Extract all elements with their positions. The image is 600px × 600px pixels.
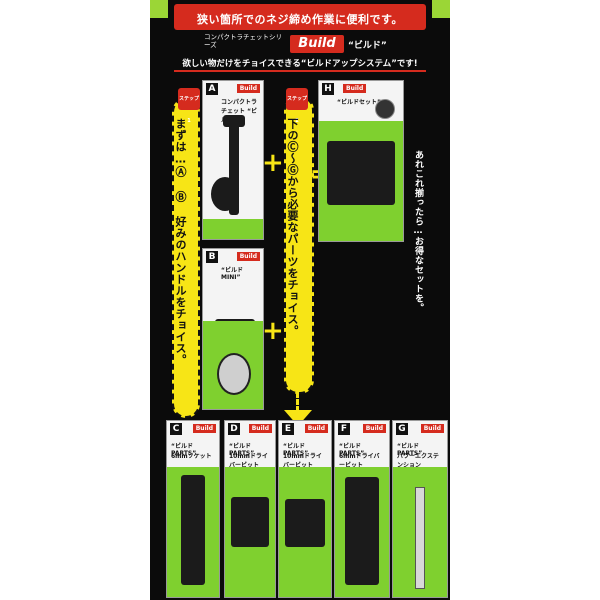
card-a-brand: Build (236, 84, 260, 93)
card-h-name: “ビルドセット” (337, 99, 381, 106)
step2-text: 下のⒸ～Ⓖから必要なパーツをチョイス。 (286, 118, 299, 337)
card-g-parts: “ビルドPARTS” (397, 443, 423, 457)
plus-sign-2: + (262, 316, 284, 346)
card-a: A Build コンパクトラチェット “ビルド” (202, 80, 264, 240)
card-c-parts: “ビルドPARTS” (171, 443, 197, 457)
card-f-letter: F (338, 423, 350, 435)
corner-top-right (432, 0, 450, 18)
header-title: 狭い箇所でのネジ締め作業に便利です。 (197, 13, 403, 26)
corner-top-left (150, 0, 168, 18)
extension-bar-icon (415, 487, 425, 589)
card-d: D Build “ビルドPARTS” 10mmドライバービット (224, 420, 276, 598)
card-c-letter: C (170, 423, 182, 435)
card-b: B Build “ビルドMINI” (202, 248, 264, 410)
socket-icon (375, 99, 395, 119)
tagline: 欲しい物だけをチョイスできる“ビルドアップシステム”です! (182, 59, 418, 69)
bit-set-icon (285, 499, 325, 547)
card-c-name: 6mmソケット (171, 453, 212, 460)
bit-holder-icon (345, 477, 379, 585)
header-banner: 狭い箇所でのネジ締め作業に便利です。 (174, 4, 426, 30)
side-note: あれこれ揃ったら…お得なセットを。 (413, 150, 423, 313)
down-arrow-line (296, 392, 299, 412)
card-e: E Build “ビルドPARTS” 10mmドライバービット (278, 420, 332, 598)
card-a-green-band (203, 219, 263, 239)
card-d-letter: D (228, 423, 240, 435)
display-panel: 狭い箇所でのネジ締め作業に便利です。 コンパクトラチェットシリーズ Build … (150, 0, 450, 600)
card-g: G Build “ビルドPARTS” パワーエクステンション (392, 420, 448, 598)
card-g-brand: Build (420, 424, 444, 433)
card-e-name: 10mmドライバービット (283, 453, 322, 469)
brand-kana: “ビルド” (348, 41, 387, 51)
step1-text: まずは…Ⓐ Ⓑ 好みのハンドルをチョイス。 (174, 118, 187, 366)
card-h-letter: H (322, 83, 334, 95)
key-ring-icon (217, 353, 251, 395)
step1-bubble (172, 98, 200, 418)
card-d-name: 10mmドライバービット (229, 453, 268, 469)
card-f-parts: “ビルドPARTS” (339, 443, 365, 457)
card-f: F Build “ビルドPARTS” 6mmドライバービット (334, 420, 390, 598)
step1-tag: ステップ1 (178, 88, 200, 124)
card-e-brand: Build (304, 424, 328, 433)
card-b-name: “ビルドMINI” (221, 267, 243, 281)
card-e-parts: “ビルドPARTS” (283, 443, 309, 457)
card-g-name: パワーエクステンション (397, 453, 439, 469)
card-e-letter: E (282, 423, 294, 435)
card-c-brand: Build (192, 424, 216, 433)
ratchet-head-icon (223, 115, 245, 127)
card-f-name: 6mmドライバービット (339, 453, 380, 469)
plus-sign-1: + (262, 148, 284, 178)
series-label: コンパクトラチェットシリーズ (204, 33, 282, 49)
card-b-brand: Build (236, 252, 260, 261)
card-c: C Build “ビルドPARTS” 6mmソケット (166, 420, 220, 598)
card-d-parts: “ビルドPARTS” (229, 443, 255, 457)
card-h-brand: Build (343, 84, 367, 93)
card-a-letter: A (206, 83, 218, 95)
card-f-brand: Build (362, 424, 386, 433)
header-divider (174, 70, 426, 72)
bit-set-icon (231, 497, 269, 547)
card-h: H Build “ビルドセット” (318, 80, 404, 242)
card-b-letter: B (206, 251, 218, 263)
socket-set-icon (181, 475, 205, 585)
brand-logo: Build (290, 35, 344, 53)
set-tray-icon (327, 141, 395, 205)
card-g-letter: G (396, 423, 408, 435)
key-ring-icon (211, 177, 239, 211)
card-d-brand: Build (248, 424, 272, 433)
step2-tag: ステップ2 (286, 88, 308, 124)
ratchet-handle-icon (229, 115, 239, 215)
